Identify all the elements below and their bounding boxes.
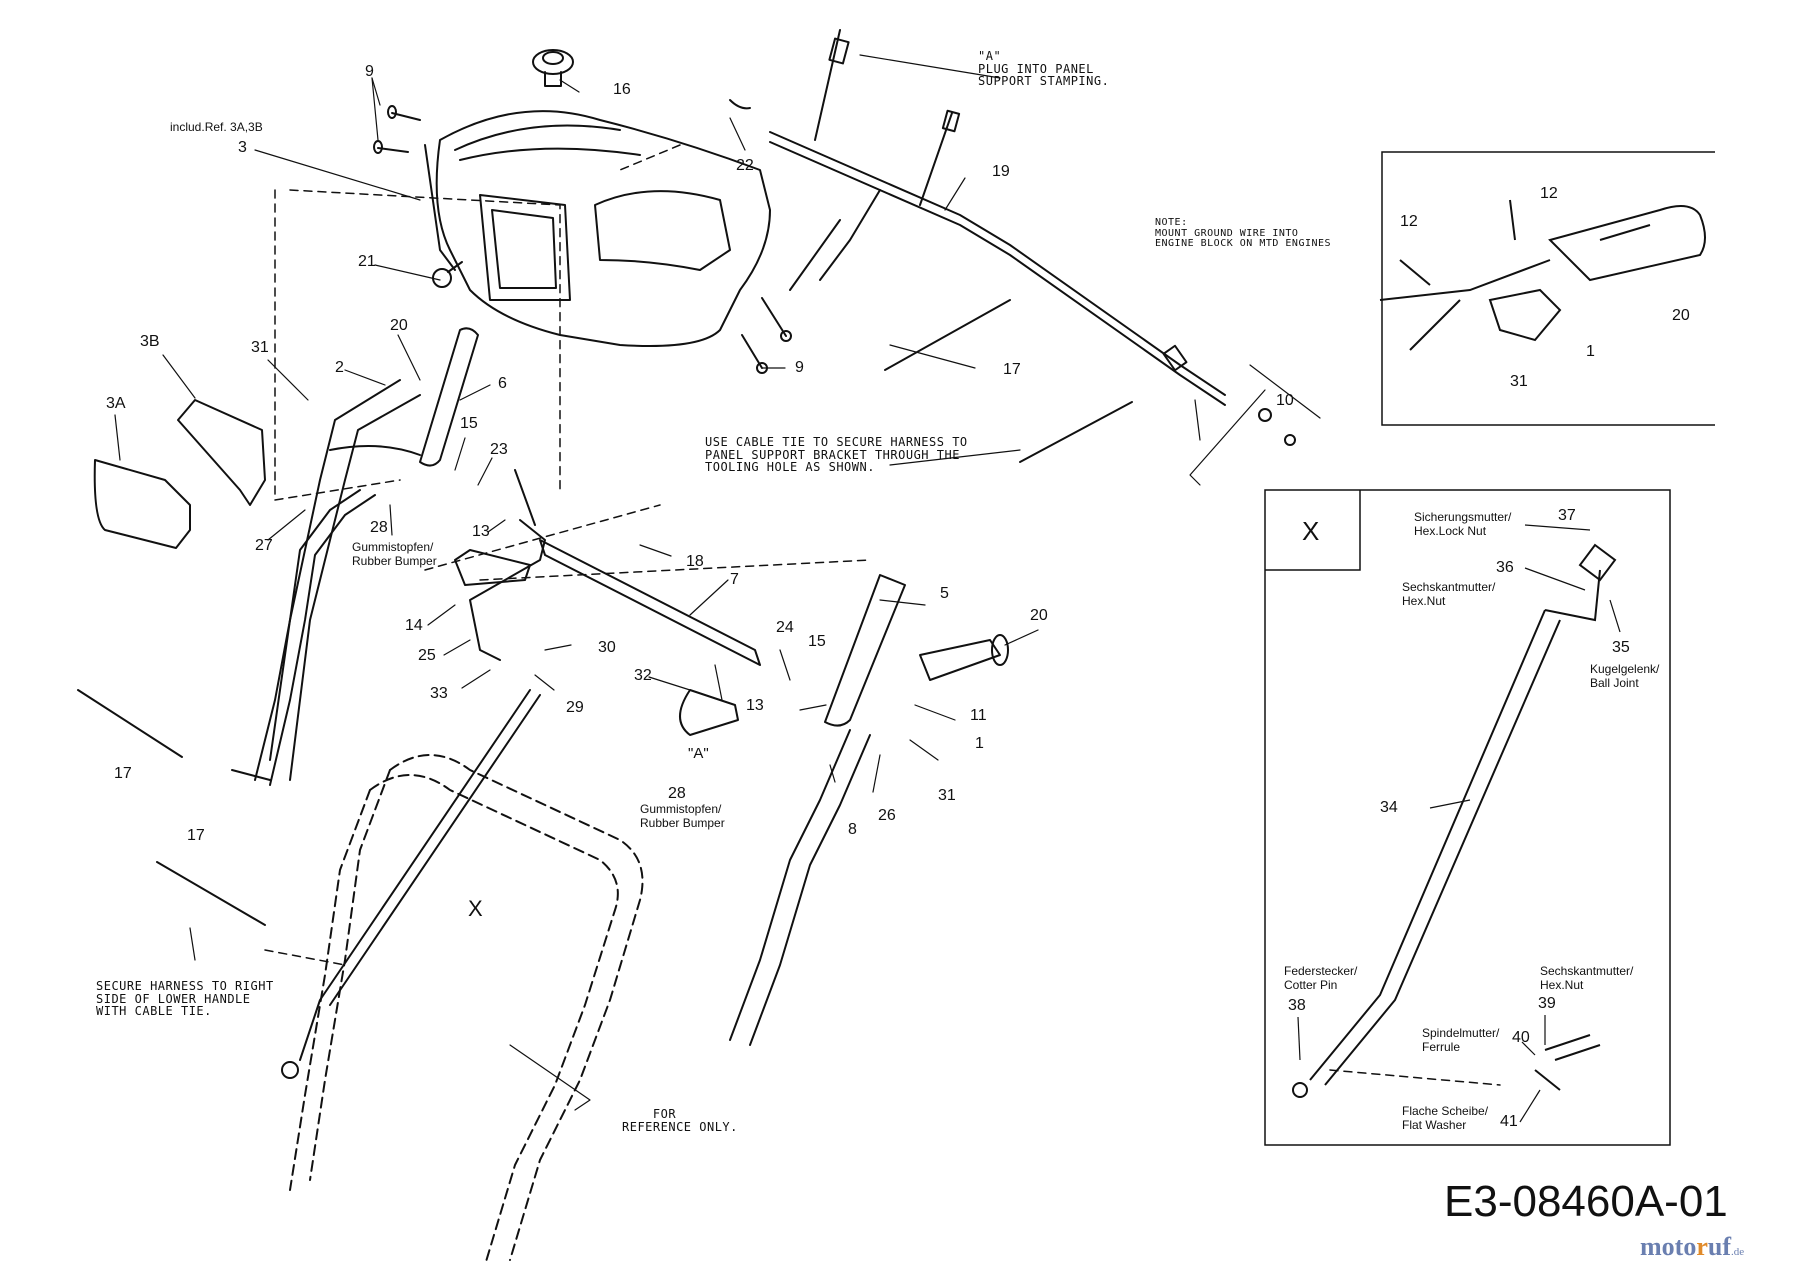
callout-20-right: 20 bbox=[1030, 607, 1048, 624]
diagram-code: E3-08460A-01 bbox=[1444, 1177, 1728, 1226]
cable-ties bbox=[77, 299, 1133, 926]
callout-29: 29 bbox=[566, 699, 584, 716]
callout-8: 8 bbox=[848, 821, 857, 838]
shift-rod bbox=[281, 689, 541, 1079]
callout-1: 1 bbox=[975, 735, 984, 752]
control-panel-housing bbox=[424, 49, 771, 347]
label-hex-nut-bottom: Sechskantmutter/Hex.Nut bbox=[1540, 964, 1634, 993]
left-upper-handle bbox=[231, 327, 479, 781]
callout-36: 36 bbox=[1496, 559, 1514, 576]
callout-41: 41 bbox=[1500, 1113, 1518, 1130]
label-cotter-pin: Federstecker/Cotter Pin bbox=[1284, 964, 1358, 993]
callout-18: 18 bbox=[686, 553, 704, 570]
label-lock-nut: Sicherungsmutter/Hex.Lock Nut bbox=[1414, 510, 1512, 539]
callout-34: 34 bbox=[1380, 799, 1398, 816]
callout-15-right: 15 bbox=[808, 633, 826, 650]
callout-2: 2 bbox=[335, 359, 344, 376]
leader-lines bbox=[114, 54, 1321, 1111]
callout-31-right: 31 bbox=[938, 787, 956, 804]
callout-5: 5 bbox=[940, 585, 949, 602]
callout-6: 6 bbox=[498, 375, 507, 392]
callout-7: 7 bbox=[730, 571, 739, 588]
callout-17-top: 17 bbox=[1003, 361, 1021, 378]
callout-33: 33 bbox=[430, 685, 448, 702]
callout-17-left: 17 bbox=[114, 765, 132, 782]
callout-31-inset: 31 bbox=[1510, 373, 1528, 390]
callout-11: 11 bbox=[970, 707, 987, 724]
label-ferrule: Spindelmutter/Ferrule bbox=[1422, 1026, 1500, 1055]
detail-x-title: X bbox=[1302, 516, 1320, 546]
callout-1-inset: 1 bbox=[1586, 343, 1595, 360]
detail-inset-grip bbox=[1379, 151, 1715, 426]
callout-22: 22 bbox=[736, 157, 754, 174]
callout-12-left: 12 bbox=[1400, 213, 1418, 230]
callout-28-right: 28 bbox=[668, 785, 686, 802]
panel-support-bracket bbox=[454, 469, 761, 736]
detail-x-box bbox=[1264, 489, 1671, 1146]
bolts-9-right bbox=[741, 297, 792, 374]
note-cable-tie: USE CABLE TIE TO SECURE HARNESS TO PANEL… bbox=[705, 435, 968, 475]
callout-24: 24 bbox=[776, 619, 794, 636]
callout-38: 38 bbox=[1288, 997, 1306, 1014]
callout-9-right: 9 bbox=[795, 359, 804, 376]
wire-harness bbox=[729, 29, 1296, 446]
label-rubber-bumper-left: Gummistopfen/Rubber Bumper bbox=[352, 540, 437, 569]
callout-12-right: 12 bbox=[1540, 185, 1558, 202]
callout-plug-a: "A" bbox=[688, 745, 709, 762]
callout-26: 26 bbox=[878, 807, 896, 824]
label-hex-nut-top: Sechskantmutter/Hex.Nut bbox=[1402, 580, 1496, 609]
callout-15-left: 15 bbox=[460, 415, 478, 432]
callout-3: 3 bbox=[238, 139, 247, 156]
label-ball-joint: Kugelgelenk/Ball Joint bbox=[1590, 662, 1660, 691]
callout-17-bottom: 17 bbox=[187, 827, 205, 844]
callout-35: 35 bbox=[1612, 639, 1630, 656]
lower-handle-loop bbox=[289, 754, 644, 1266]
callout-20-left: 20 bbox=[390, 317, 408, 334]
left-lower-handle bbox=[254, 489, 376, 786]
callout-21: 21 bbox=[358, 253, 376, 270]
callout-3a: 3A bbox=[106, 395, 126, 412]
callout-25: 25 bbox=[418, 647, 436, 664]
note-ground-wire: NOTE: MOUNT GROUND WIRE INTO ENGINE BLOC… bbox=[1155, 217, 1332, 249]
callout-10: 10 bbox=[1276, 392, 1294, 409]
callout-39: 39 bbox=[1538, 995, 1556, 1012]
shift-plate bbox=[93, 399, 266, 549]
callout-23: 23 bbox=[490, 441, 508, 458]
brand-logo: motoruf.de bbox=[1640, 1232, 1745, 1261]
callout-16: 16 bbox=[613, 81, 631, 98]
label-rubber-bumper-right: Gummistopfen/Rubber Bumper bbox=[640, 802, 725, 831]
callout-30: 30 bbox=[598, 639, 616, 656]
callout-3b: 3B bbox=[140, 333, 160, 350]
note-reference-only: FOR REFERENCE ONLY. bbox=[622, 1107, 738, 1134]
callout-32: 32 bbox=[634, 667, 652, 684]
note-includ-ref: includ.Ref. 3A,3B bbox=[170, 120, 263, 134]
callout-9-top: 9 bbox=[365, 63, 374, 80]
callout-27: 27 bbox=[255, 537, 273, 554]
callout-31-left: 31 bbox=[251, 339, 269, 356]
callout-28-left: 28 bbox=[370, 519, 388, 536]
right-upper-handle bbox=[729, 574, 1009, 1046]
label-flat-washer: Flache Scheibe/Flat Washer bbox=[1402, 1104, 1489, 1133]
bolts-9-top bbox=[373, 105, 421, 154]
callout-13-right: 13 bbox=[746, 697, 764, 714]
note-plug-a: "A" PLUG INTO PANEL SUPPORT STAMPING. bbox=[978, 49, 1110, 89]
callout-13-left: 13 bbox=[472, 523, 490, 540]
callout-37: 37 bbox=[1558, 507, 1576, 524]
callout-40: 40 bbox=[1512, 1029, 1530, 1046]
callout-14: 14 bbox=[405, 617, 423, 634]
shift-rod-x-marker: X bbox=[468, 896, 483, 921]
callout-20-inset: 20 bbox=[1672, 307, 1690, 324]
note-secure-harness: SECURE HARNESS TO RIGHT SIDE OF LOWER HA… bbox=[96, 979, 274, 1019]
callout-19: 19 bbox=[992, 163, 1010, 180]
